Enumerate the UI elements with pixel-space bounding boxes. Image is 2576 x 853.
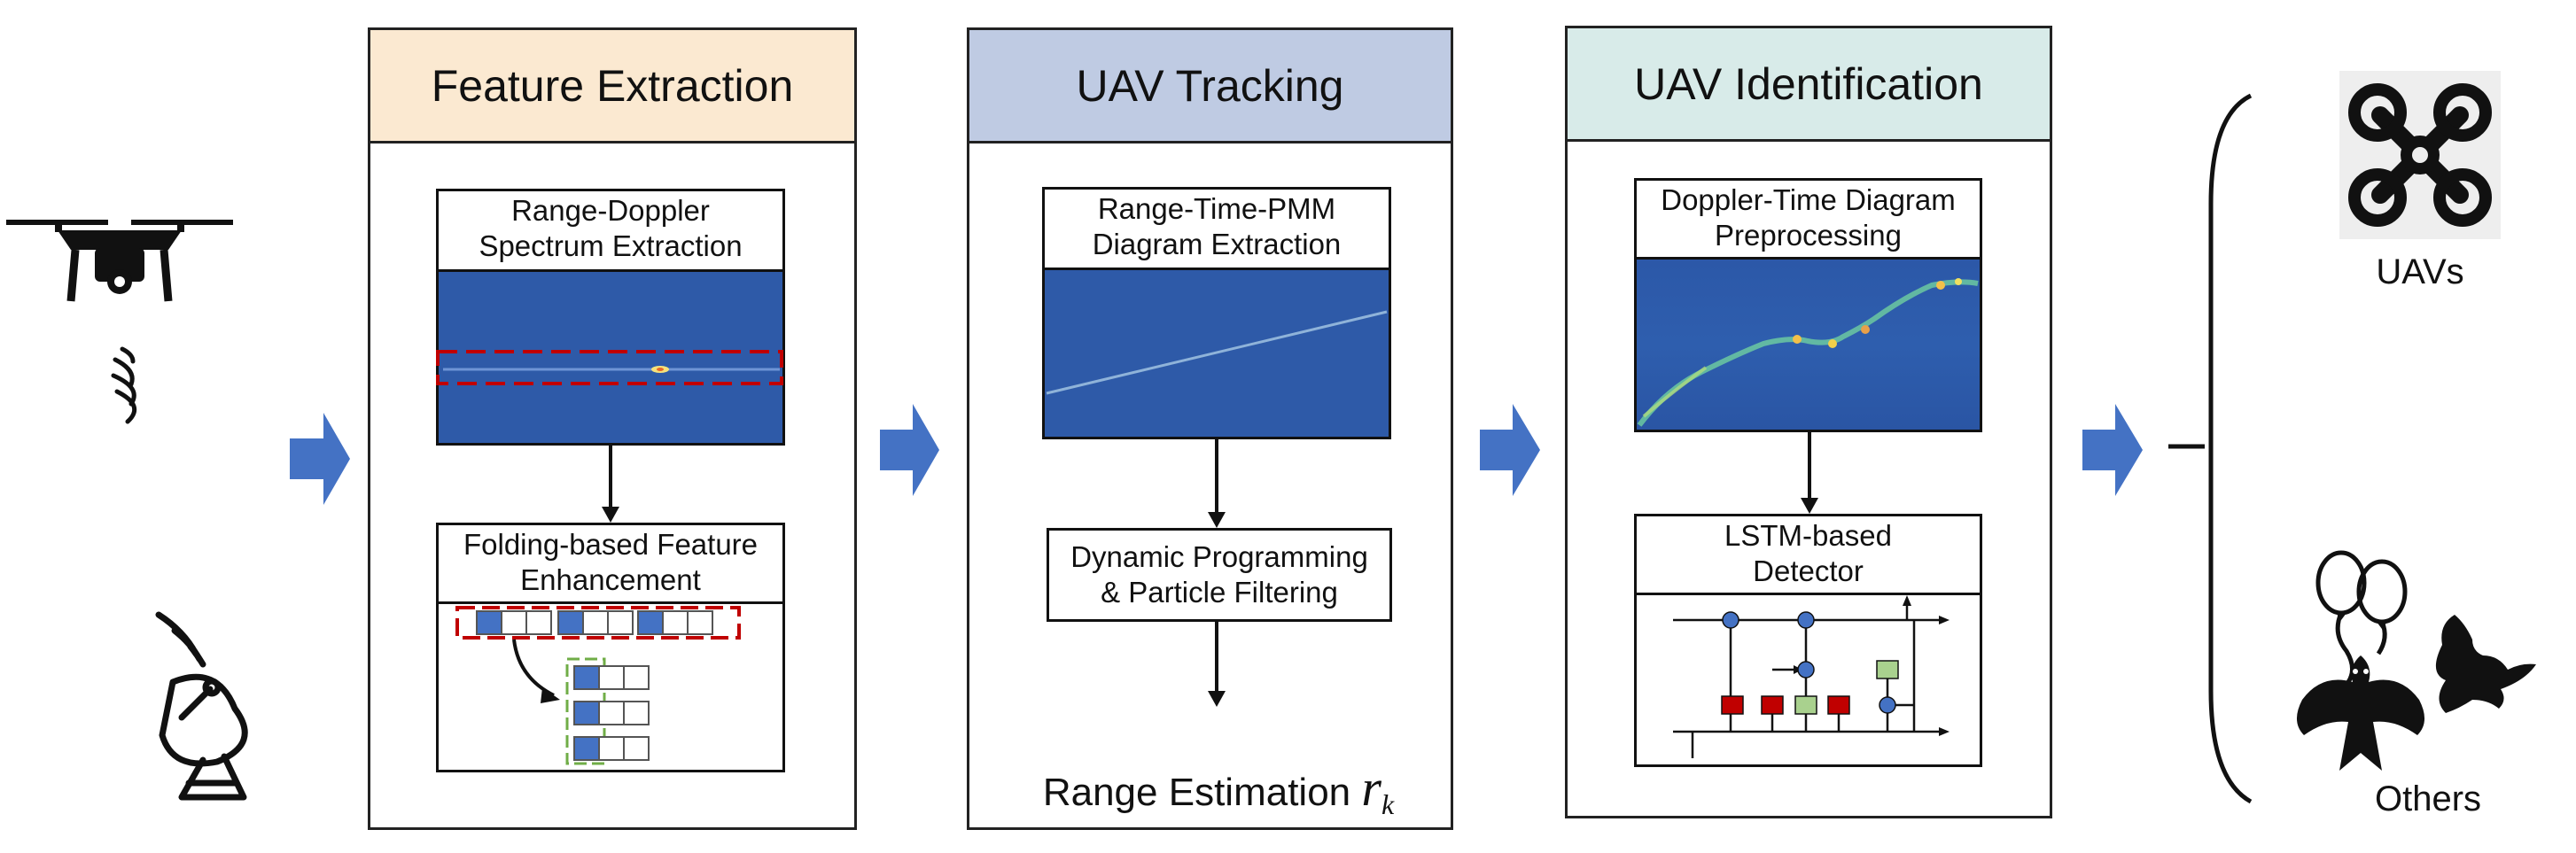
folding-enhancement-box: Folding-based Feature Enhancement — [436, 523, 785, 772]
range-doppler-box: Range-Doppler Spectrum Extraction — [436, 189, 785, 446]
box-label: Folding-based Feature Enhancement — [463, 528, 759, 596]
others-label: Others — [2374, 779, 2482, 818]
quadcopter-icon — [2339, 71, 2501, 239]
box-label: Dynamic Programming & Particle Filtering — [1070, 540, 1368, 609]
lstm-detector-box: LSTM-based Detector — [1634, 514, 1982, 767]
range-time-diagram — [1045, 268, 1389, 437]
panel-title: UAV Tracking — [969, 30, 1451, 143]
dynamic-programming-box: Dynamic Programming & Particle Filtering — [1047, 528, 1392, 622]
uavs-label: UAVs — [2376, 252, 2464, 291]
box-label: Range-Time-PMM Diagram Extraction — [1092, 192, 1342, 260]
box-label: Doppler-Time Diagram Preprocessing — [1661, 183, 1956, 252]
output-subscript: k — [1381, 787, 1395, 820]
doppler-time-box: Doppler-Time Diagram Preprocessing — [1634, 178, 1982, 432]
range-doppler-spectrum — [439, 269, 782, 443]
box-label: LSTM-based Detector — [1724, 519, 1892, 587]
box-label: Range-Doppler Spectrum Extraction — [479, 194, 743, 262]
panel-title: UAV Identification — [1568, 28, 2050, 142]
range-time-pmm-box: Range-Time-PMM Diagram Extraction — [1042, 187, 1391, 439]
panel-title: Feature Extraction — [370, 30, 854, 143]
output-text: Range Estimation — [1042, 771, 1362, 814]
range-estimation-output: Range Estimation rk — [1010, 709, 1427, 831]
output-symbol: r — [1361, 759, 1381, 817]
doppler-time-diagram — [1637, 257, 1980, 430]
